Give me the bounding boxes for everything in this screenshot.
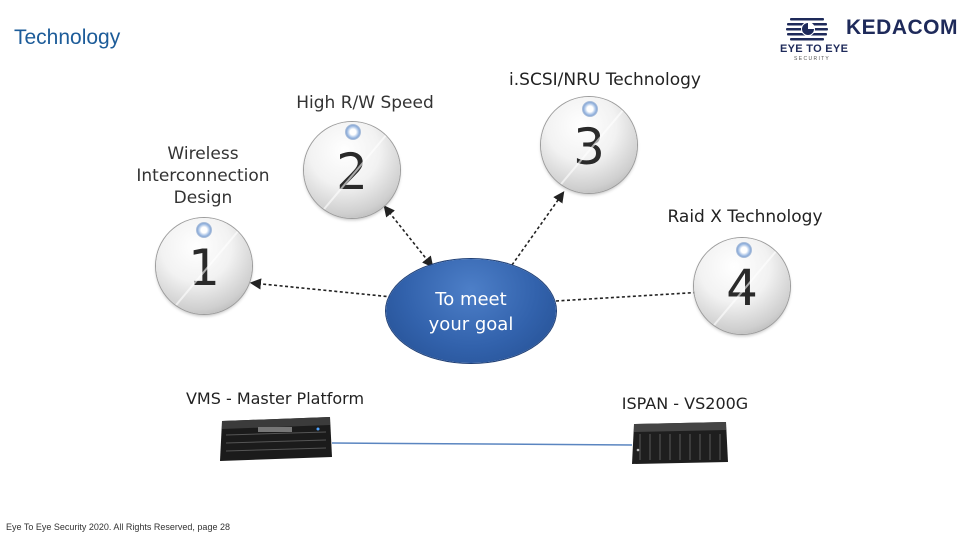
node-3-number: 3: [573, 118, 605, 176]
node-2-pin-icon: [345, 124, 361, 140]
connector-node-4: [555, 286, 707, 302]
ispan-label: ISPAN - VS200G: [621, 394, 749, 413]
node-1-pin-icon: [196, 222, 212, 238]
vms-label: VMS - Master Platform: [185, 389, 365, 408]
logo-brand: KEDACOM: [846, 16, 958, 39]
ispan-storage-icon: [632, 422, 728, 464]
goal-ellipse: To meet your goal: [386, 259, 556, 363]
node-2-label: High R/W Speed: [296, 93, 434, 113]
node-3-label: i.SCSI/NRU Technology: [509, 70, 701, 90]
connector-node-3: [511, 191, 565, 266]
node-4-number: 4: [726, 259, 758, 317]
node-1-number: 1: [188, 239, 220, 297]
node-4-label: Raid X Technology: [667, 207, 823, 227]
logo-tagline: S E C U R I T Y: [794, 56, 829, 62]
kedacom-globe-icon: [786, 18, 828, 41]
logo-subtitle: EYE TO EYE: [780, 43, 849, 55]
goal-text: To meet your goal: [428, 289, 514, 335]
connector-node-1: [249, 278, 393, 298]
node-2-number: 2: [336, 143, 368, 201]
footer-copyright: Eye To Eye Security 2020. All Rights Res…: [6, 522, 230, 532]
connector-node-2: [383, 205, 434, 268]
node-2-circle: 2: [304, 122, 400, 218]
vms-server-icon: [220, 417, 332, 461]
kedacom-logo: KEDACOM EYE TO EYE S E C U R I T Y: [778, 10, 958, 64]
device-link-line: [331, 442, 633, 446]
node-4-pin-icon: [736, 242, 752, 258]
slide-title: Technology: [14, 26, 121, 49]
node-1-label: Wireless Interconnection Design: [136, 144, 270, 208]
node-3-pin-icon: [582, 101, 598, 117]
